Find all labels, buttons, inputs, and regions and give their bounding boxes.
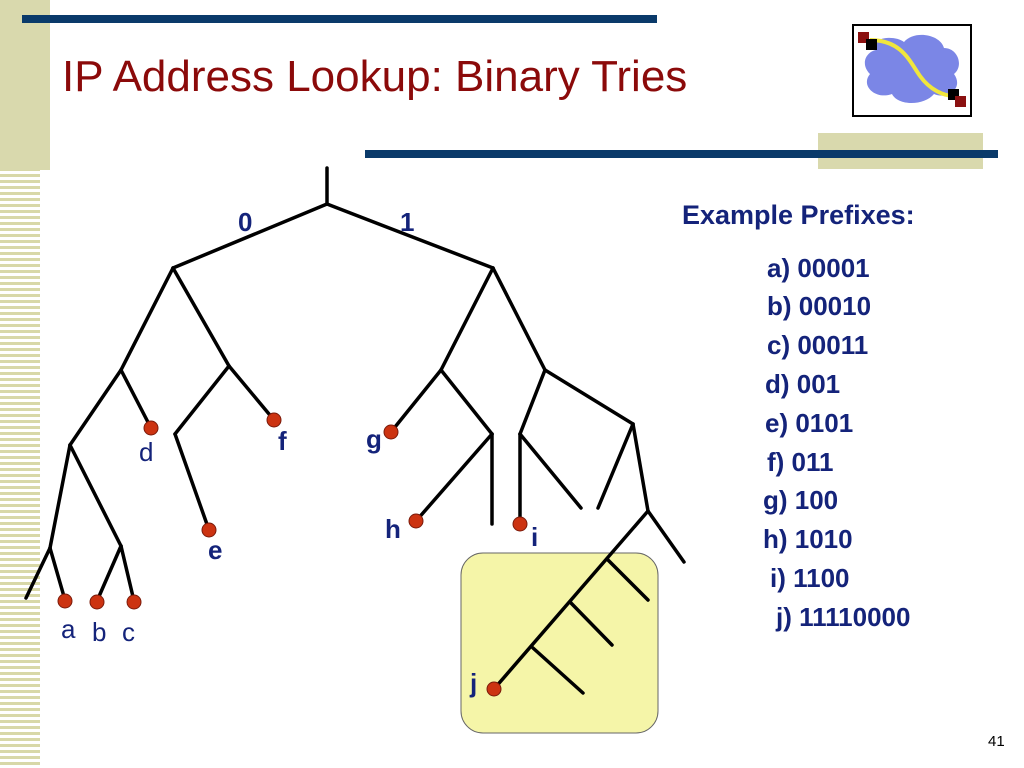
trie-node-i — [512, 516, 528, 532]
node-label-a: a — [61, 614, 76, 644]
edge-label-0: 0 — [238, 207, 252, 237]
highlight-box — [460, 552, 659, 734]
left-block-decoration — [0, 0, 50, 170]
node-label-e: e — [208, 535, 222, 565]
prefix-item-j: j) 11110000 — [776, 602, 911, 632]
slide-title: IP Address Lookup: Binary Tries — [62, 52, 688, 101]
prefix-item-g: g) 100 — [763, 485, 839, 515]
node-label-j: j — [469, 668, 477, 698]
node-label-d: d — [139, 437, 153, 467]
prefix-item-d: d) 001 — [765, 369, 841, 399]
node-label-i: i — [531, 522, 538, 552]
example-prefixes-heading: Example Prefixes: — [682, 200, 915, 230]
network-cloud-icon — [852, 24, 972, 117]
prefix-item-i: i) 1100 — [770, 563, 850, 593]
trie-node-b — [89, 594, 105, 610]
node-label-b: b — [92, 617, 106, 647]
trie-node-h — [408, 513, 424, 529]
mid-bar-decoration — [365, 150, 998, 158]
page-number: 41 — [988, 733, 1005, 750]
node-label-f: f — [278, 426, 287, 456]
trie-node-e — [201, 522, 217, 538]
node-label-c: c — [122, 617, 135, 647]
trie-node-f — [266, 412, 282, 428]
top-bar-decoration — [22, 15, 657, 23]
prefix-item-e: e) 0101 — [765, 408, 854, 438]
trie-node-j — [486, 681, 502, 697]
prefix-item-b: b) 00010 — [767, 291, 872, 321]
trie-node-c — [126, 594, 142, 610]
prefix-item-a: a) 00001 — [767, 253, 870, 283]
prefix-item-c: c) 00011 — [767, 330, 869, 360]
trie-node-d — [143, 420, 159, 436]
prefix-item-f: f) 011 — [767, 447, 834, 477]
prefix-item-h: h) 1010 — [763, 524, 853, 554]
prefix-nodes — [57, 412, 528, 697]
edge-label-1: 1 — [400, 207, 414, 237]
trie-edges — [24, 166, 686, 695]
trie-node-a — [57, 593, 73, 609]
node-label-h: h — [385, 514, 401, 544]
node-label-g: g — [366, 424, 382, 454]
trie-node-g — [383, 424, 399, 440]
